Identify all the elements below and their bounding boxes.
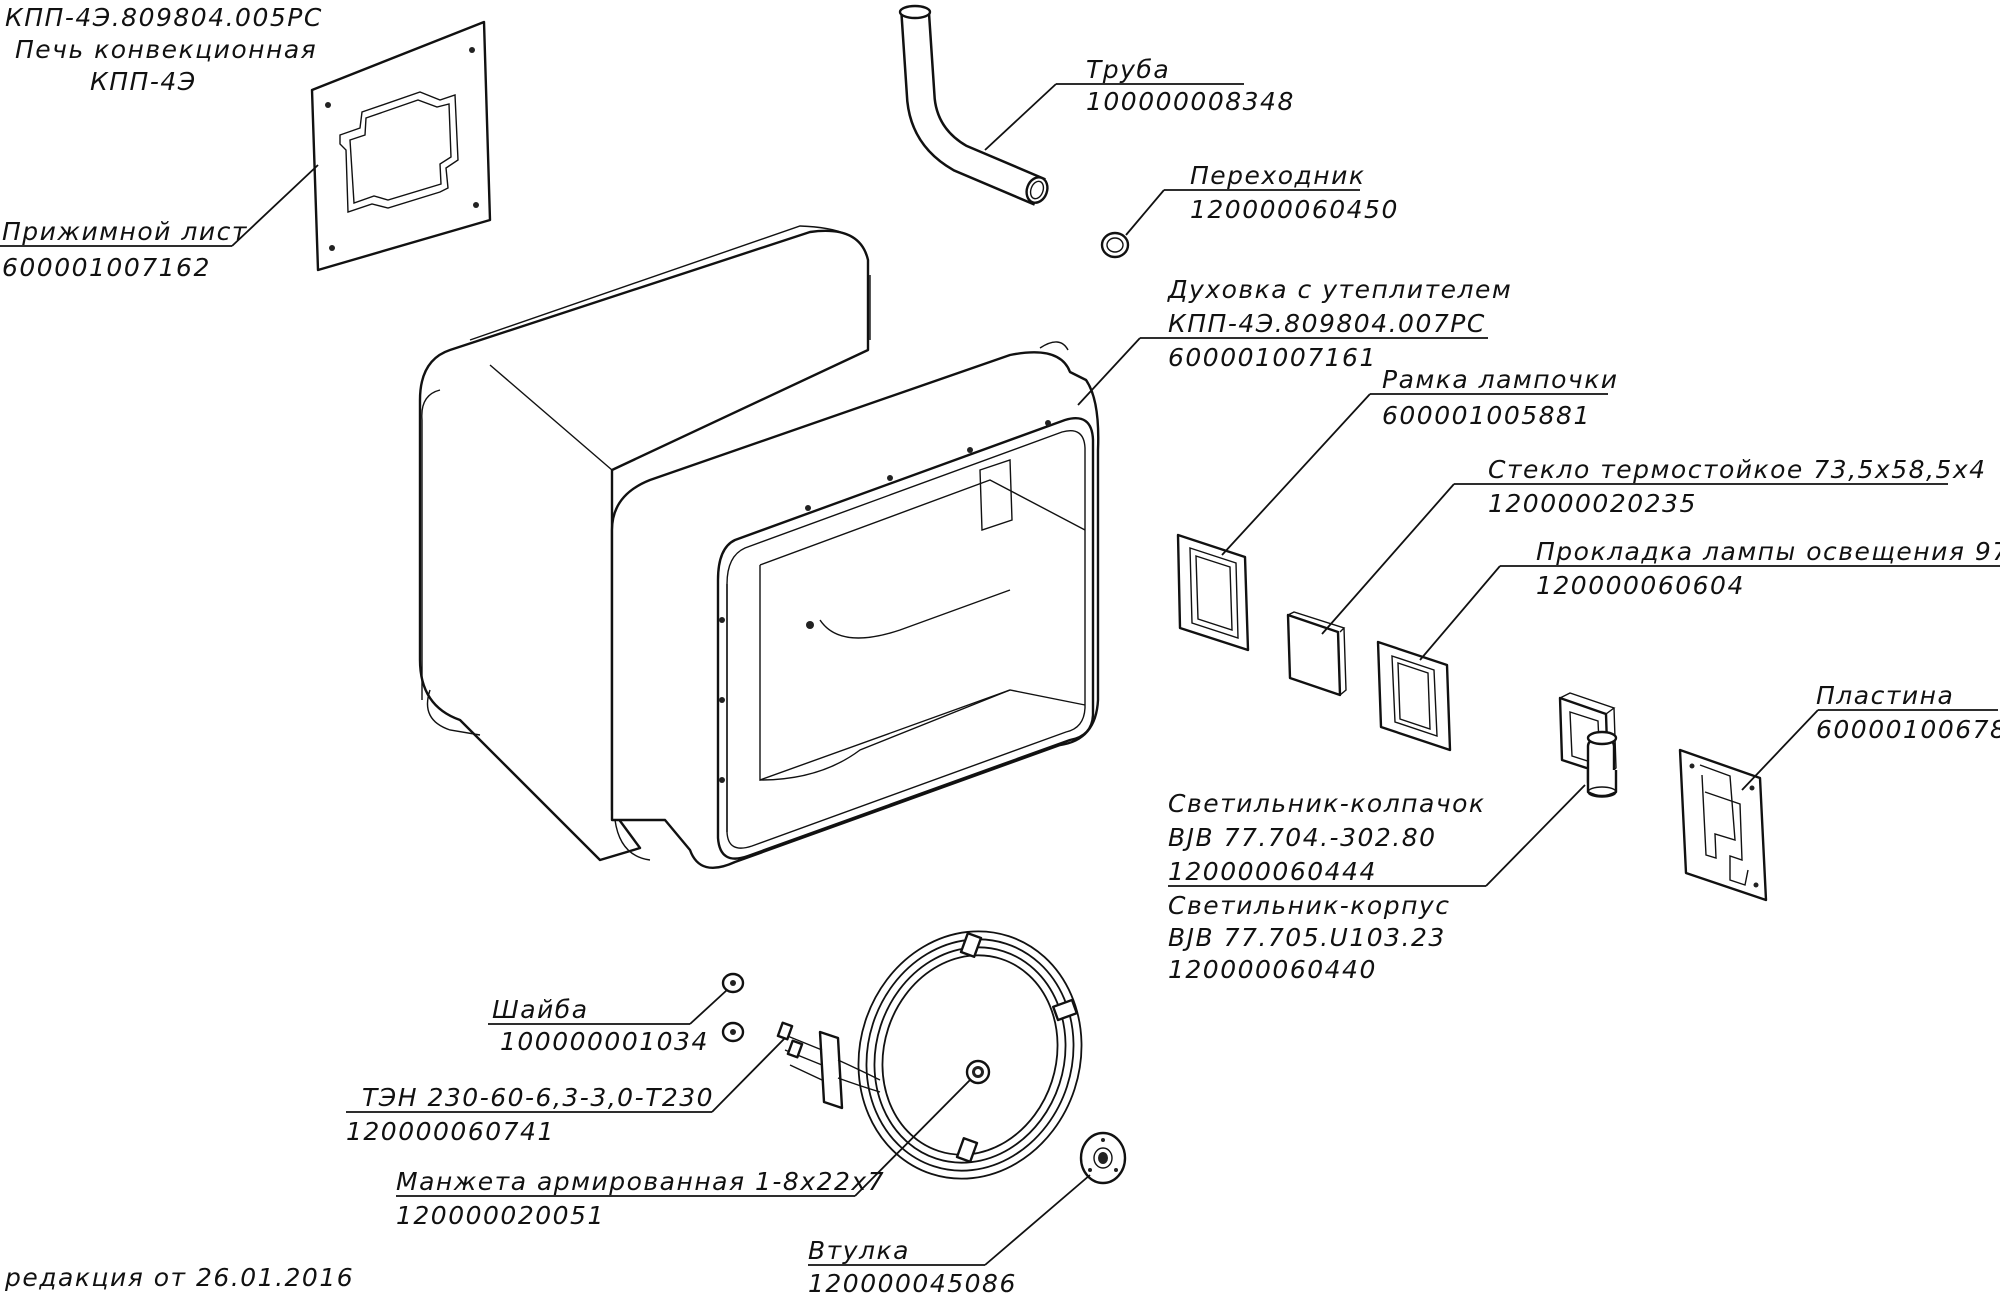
callout-washer: Шайба 100000001034	[488, 989, 728, 1056]
callout-heating-element: ТЭН 230-60-6,3-3,0-Т230 120000060741	[346, 1037, 786, 1146]
part-plate	[1678, 748, 1768, 902]
callout-lamp-frame: Рамка лампочки 600001005881	[1221, 365, 1619, 556]
callout-lamp: Светильник-колпачок BJB 77.704.-302.80 1…	[1168, 784, 1586, 984]
callout-oven: Духовка с утеплителем КПП-4Э.809804.007Р…	[1077, 275, 1512, 406]
glass-name: Стекло термостойкое 73,5х58,5х4	[1488, 455, 1987, 484]
adapter-name: Переходник	[1190, 161, 1366, 190]
lamp-frame-code: 600001005881	[1382, 401, 1591, 430]
lamp-body-name: Светильник-корпус	[1168, 891, 1450, 920]
revision-date: редакция от 26.01.2016	[4, 1263, 354, 1292]
pressure-sheet-name: Прижимной лист	[2, 217, 248, 246]
oven-code: 600001007161	[1168, 343, 1377, 372]
title-model: КПП-4Э	[90, 67, 197, 96]
callout-bushing: Втулка 120000045086	[808, 1174, 1091, 1294]
oven-name: Духовка с утеплителем	[1167, 275, 1512, 304]
cuff-code: 120000020051	[396, 1201, 605, 1230]
adapter-code: 120000060450	[1190, 195, 1399, 224]
lamp-cap-name: Светильник-колпачок	[1168, 789, 1486, 818]
lamp-body-model: BJB 77.705.U103.23	[1168, 923, 1446, 952]
pipe-code: 100000008348	[1086, 87, 1295, 116]
bushing-name: Втулка	[808, 1236, 910, 1265]
part-lamp-frame	[1176, 533, 1250, 652]
part-pipe	[898, 4, 1049, 206]
plate-code: 600001006781	[1816, 715, 2000, 744]
title-block: КПП-4Э.809804.005РС Печь конвекционная К…	[5, 3, 323, 96]
glass-code: 120000020235	[1488, 489, 1697, 518]
part-bushing	[1079, 1131, 1127, 1185]
lamp-body-code: 120000060440	[1168, 955, 1377, 984]
washer-code: 100000001034	[500, 1027, 709, 1056]
bushing-code: 120000045086	[808, 1269, 1017, 1294]
part-adapter	[1100, 231, 1130, 259]
callout-adapter: Переходник 120000060450	[1125, 161, 1399, 236]
oven-designation: КПП-4Э.809804.007РС	[1168, 309, 1486, 338]
pressure-sheet-code: 600001007162	[2, 253, 211, 282]
callout-pressure-sheet: Прижимной лист 600001007162	[0, 164, 319, 282]
lamp-frame-name: Рамка лампочки	[1382, 365, 1619, 394]
lamp-cap-code: 120000060444	[1168, 857, 1377, 886]
part-heating-element	[776, 930, 1083, 1180]
lamp-cap-model: BJB 77.704.-302.80	[1168, 823, 1437, 852]
callout-cuff: Манжета армированная 1-8х22х7 1200000200…	[396, 1079, 971, 1230]
callout-glass: Стекло термостойкое 73,5х58,5х4 12000002…	[1321, 455, 1987, 635]
washer-name: Шайба	[492, 995, 589, 1024]
heater-name: ТЭН 230-60-6,3-3,0-Т230	[362, 1083, 714, 1112]
part-glass	[1286, 611, 1347, 697]
callout-pipe: Труба 100000008348	[984, 55, 1295, 151]
title-product-name: Печь конвекционная	[15, 35, 317, 64]
part-lamp	[1558, 692, 1618, 798]
part-gasket	[1376, 640, 1452, 752]
gasket-code: 120000060604	[1536, 571, 1745, 600]
pipe-name: Труба	[1086, 55, 1170, 84]
cuff-name: Манжета армированная 1-8х22х7	[396, 1167, 885, 1196]
gasket-name: Прокладка лампы освещения 97х82	[1536, 537, 2000, 566]
heater-code: 120000060741	[346, 1117, 555, 1146]
part-washers	[721, 972, 745, 1043]
callout-gasket: Прокладка лампы освещения 97х82 12000006…	[1419, 537, 2000, 661]
plate-name: Пластина	[1816, 681, 1954, 710]
callout-plate: Пластина 600001006781	[1741, 681, 2000, 791]
part-cuff	[965, 1059, 991, 1085]
part-oven-body	[418, 225, 1100, 870]
part-pressure-sheet	[310, 20, 492, 272]
title-designation: КПП-4Э.809804.005РС	[5, 3, 323, 32]
